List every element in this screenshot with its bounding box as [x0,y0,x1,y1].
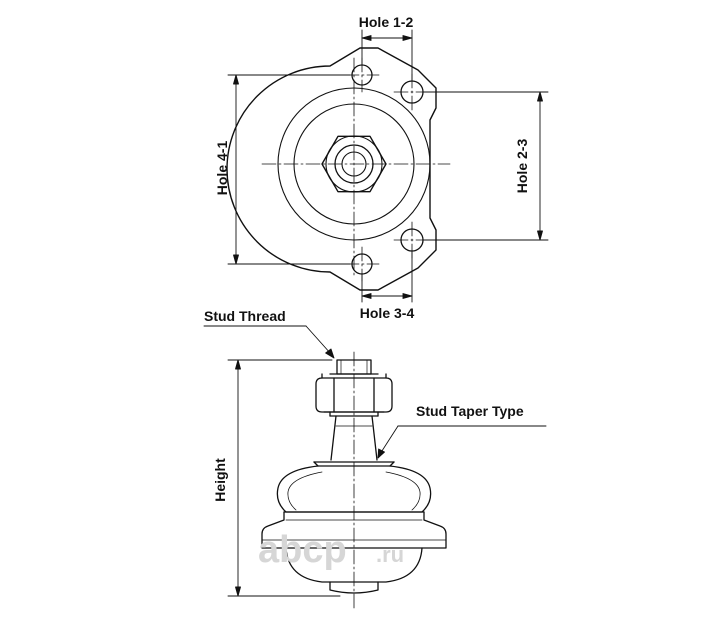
leader-stud-taper [377,425,547,459]
label-hole-1-2: Hole 1-2 [359,14,414,30]
castle-nut-side [315,373,393,417]
dimension-hole-1-2 [361,29,413,81]
leader-stud-thread [203,325,335,359]
label-hole-2-3: Hole 2-3 [514,139,530,194]
label-stud-taper-type: Stud Taper Type [416,403,524,419]
watermark: abcp .ru [258,529,404,571]
dimension-hole-3-4 [361,251,413,303]
dimension-hole-4-1 [227,74,351,265]
flange-top-view [226,29,549,303]
flange-outline [226,47,437,291]
label-hole-4-1: Hole 4-1 [214,141,230,196]
ball-joint-side-view [203,325,547,609]
dimension-hole-2-3 [423,91,549,241]
watermark-suffix: .ru [376,542,404,567]
dimension-height [227,359,341,597]
hex-nut-top [321,135,387,193]
label-hole-3-4: Hole 3-4 [360,305,415,321]
center-lines-top [261,57,451,282]
label-height: Height [212,458,228,502]
watermark-brand: abcp [258,529,347,571]
label-stud-thread: Stud Thread [204,308,286,324]
